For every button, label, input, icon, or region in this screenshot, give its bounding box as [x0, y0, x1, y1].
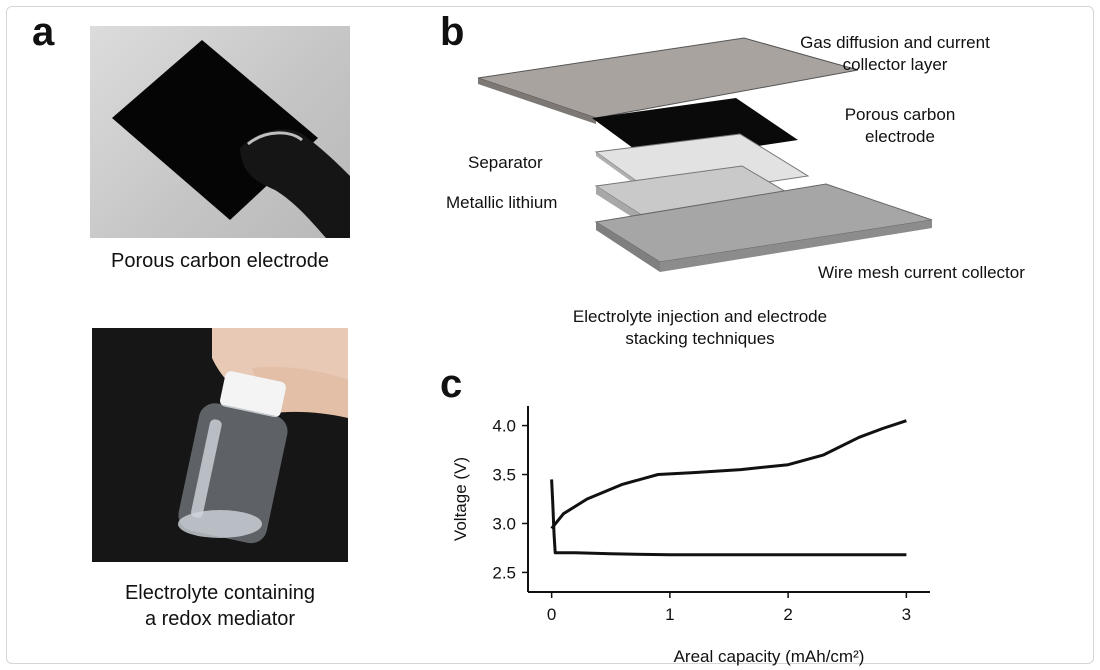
x-tick-label: 0	[547, 605, 556, 624]
x-axis-label: Areal capacity (mAh/cm²)	[674, 647, 865, 666]
vial-reflection	[191, 419, 222, 518]
panel-label-c: c	[440, 362, 463, 406]
y-tick-label: 2.5	[492, 563, 516, 582]
electrolyte-vial-photo	[92, 328, 348, 562]
gas-diffusion-layer	[477, 37, 859, 119]
wire-mesh-layer-front-edge	[660, 220, 932, 272]
y-tick-label: 3.0	[492, 514, 516, 533]
photo2-caption-line2: a redox mediator	[144, 608, 296, 630]
label-gas-diffusion-line1: Gas diffusion and current	[800, 33, 990, 52]
panel-label-b: b	[440, 10, 465, 54]
chart-series	[550, 419, 907, 557]
tweezers-highlight	[247, 131, 303, 146]
label-porous-carbon: Porous carbon electrode	[810, 104, 990, 148]
figure-frame	[6, 6, 1094, 664]
vial-cap	[220, 371, 286, 418]
label-gas-diffusion: Gas diffusion and current collector laye…	[770, 32, 1020, 76]
vial-liquid	[178, 510, 262, 538]
x-tick-label: 2	[783, 605, 792, 624]
series-line-1	[550, 479, 907, 557]
photo1-caption: Porous carbon electrode	[111, 250, 329, 272]
label-separator: Separator	[468, 153, 543, 172]
panel-label-a: a	[32, 10, 55, 54]
y-tick-label: 3.5	[492, 466, 516, 485]
panel-b-caption-line1: Electrolyte injection and electrode	[572, 307, 828, 326]
photo2-caption: Electrolyte containing a redox mediator	[70, 580, 370, 632]
series-line-2	[550, 419, 907, 530]
photo2-caption-line1: Electrolyte containing	[124, 582, 316, 604]
cell-stack-diagram	[477, 37, 933, 272]
wire-mesh-layer-edge	[596, 222, 660, 272]
label-porous-carbon-line1: Porous carbon	[844, 105, 956, 124]
x-tick-label: 3	[902, 605, 911, 624]
label-metallic-lithium: Metallic lithium	[446, 193, 558, 212]
chart-axes	[522, 406, 930, 598]
label-porous-carbon-line2: electrode	[865, 127, 935, 147]
tweezers	[240, 129, 350, 238]
panel-b-caption-line2: stacking techniques	[625, 329, 775, 349]
vial-body	[178, 403, 288, 544]
label-gas-diffusion-line2: collector layer	[842, 55, 948, 75]
gas-diffusion-layer-edge	[478, 78, 596, 124]
y-axis-label: Voltage (V)	[451, 457, 470, 541]
label-wire-mesh: Wire mesh current collector	[818, 263, 1025, 282]
panel-b-caption: Electrolyte injection and electrode stac…	[520, 306, 880, 350]
y-tick-label: 4.0	[492, 417, 516, 436]
x-tick-label: 1	[665, 605, 674, 624]
porous-carbon-photo	[90, 26, 350, 238]
